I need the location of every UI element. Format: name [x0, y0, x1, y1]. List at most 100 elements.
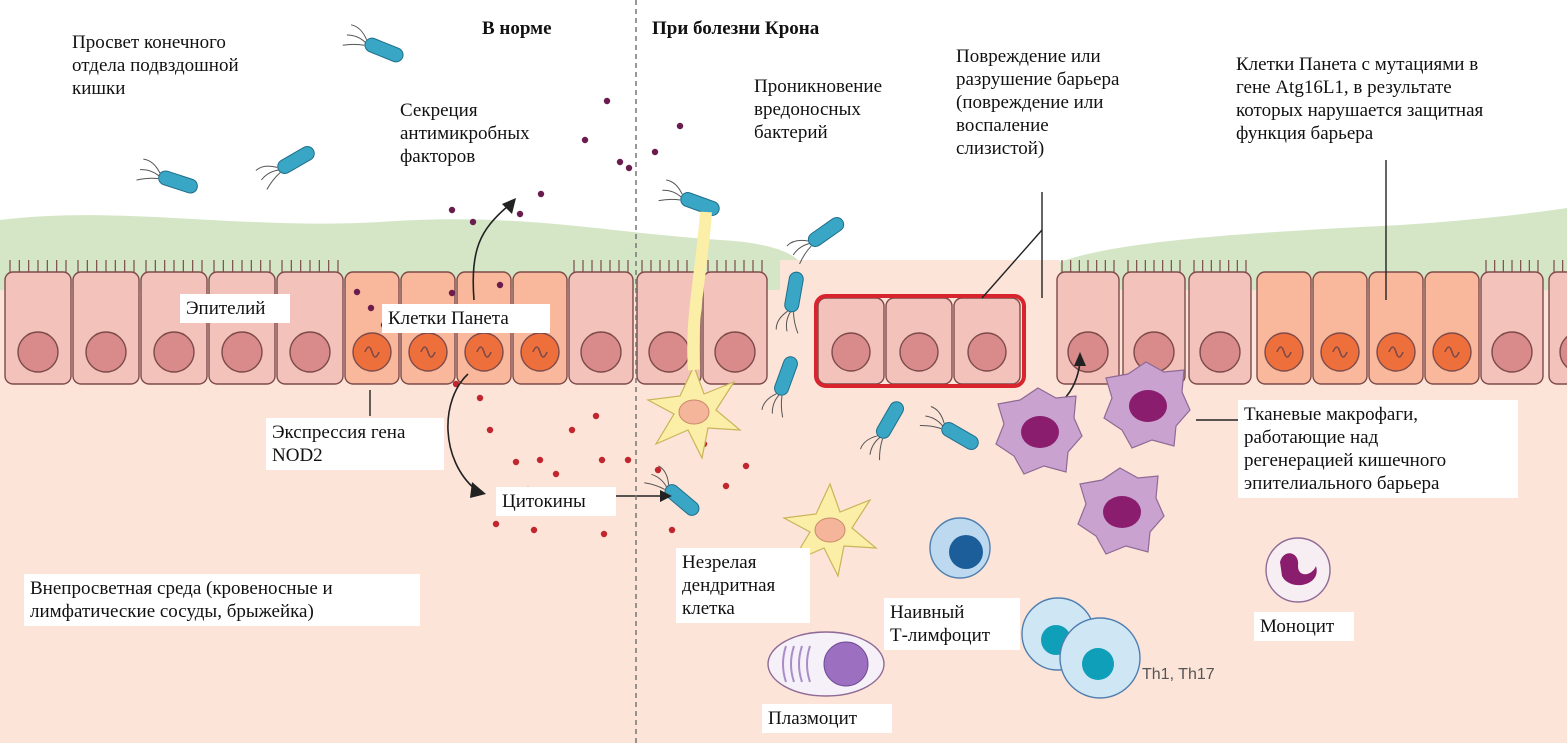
bacterium-icon — [919, 406, 979, 450]
bacterium-body — [277, 146, 315, 174]
granule — [625, 164, 633, 172]
naive-t-label: Наивный Т-лимфоцит — [884, 598, 1020, 650]
normal-title: В норме — [476, 14, 616, 43]
th-label: Th1, Th17 — [1142, 666, 1215, 683]
lumen-label: Просвет конечного отдела подвздошной киш… — [66, 28, 328, 103]
granule — [676, 122, 684, 130]
nucleus — [17, 331, 59, 373]
nucleus — [648, 331, 690, 373]
bacterium-icon — [786, 217, 845, 265]
flagellum — [792, 312, 799, 334]
cytokine-dot — [476, 394, 484, 402]
macrophage — [1103, 361, 1191, 449]
granule — [651, 148, 659, 156]
cytokine-dot — [530, 526, 538, 534]
bacterium-icon — [342, 24, 404, 63]
granule — [496, 281, 504, 289]
pointer-line — [981, 229, 1043, 299]
flagellum — [342, 43, 365, 46]
plasmocyte-reticulum — [798, 645, 803, 683]
cytokine-dot — [592, 412, 600, 420]
dendritic-cell — [646, 364, 742, 460]
penetration-label: Проникновение вредоносных бактерий — [748, 72, 920, 147]
flagellum — [651, 473, 668, 488]
antimicrobial-label: Секреция антимикробных факторов — [394, 96, 572, 171]
nucleus — [289, 331, 331, 373]
plasmocyte-label: Плазмоцит — [762, 704, 892, 733]
bacterium-body — [364, 37, 404, 63]
cytokine-dot — [722, 482, 730, 490]
monocyte-label: Моноцит — [1254, 612, 1354, 641]
granule — [448, 206, 456, 214]
dendrite-extension — [687, 211, 712, 371]
flagellum — [658, 465, 670, 485]
plasmocyte-reticulum — [782, 645, 787, 683]
flagellum — [658, 198, 681, 202]
flagellum — [919, 425, 942, 430]
crohn-title: При болезни Крона — [646, 14, 896, 43]
epithelium-label: Эпителий — [180, 294, 290, 323]
th-cell-nucleus — [1082, 648, 1114, 680]
mucus-layer — [0, 208, 1567, 290]
dna-icon — [364, 346, 380, 358]
plasmocyte-nucleus — [823, 641, 869, 687]
flagellum — [879, 438, 884, 461]
cytokine-dot — [552, 470, 560, 478]
paneth-mutation-label: Клетки Панета с мутациями в гене Atg16L1… — [1230, 50, 1558, 148]
cytokine-dot — [486, 426, 494, 434]
flagellum — [925, 415, 944, 427]
granule — [448, 289, 456, 297]
flagellum — [143, 158, 161, 174]
plasmocyte-reticulum — [806, 645, 811, 683]
epithelium-cells — [4, 260, 1567, 388]
dna-icon — [476, 346, 492, 358]
arrow-head — [1074, 352, 1086, 366]
cytokine-dot — [742, 462, 750, 470]
barrier-damage-label: Повреждение или разрушение барьера (повр… — [950, 42, 1174, 163]
immature-dc-label: Незрелая дендритная клетка — [676, 548, 810, 623]
granule — [469, 218, 477, 226]
cytokine-dot — [654, 466, 662, 474]
flagellum — [260, 169, 279, 181]
paneth-label: Клетки Панета — [382, 304, 550, 333]
flagellum — [139, 169, 160, 177]
flagellum — [869, 436, 881, 455]
cytokine-dot — [598, 456, 606, 464]
dna-icon — [1444, 346, 1460, 358]
macrophage — [1077, 467, 1165, 555]
bacterium-icon — [658, 179, 720, 216]
flagellum — [136, 177, 159, 181]
flagellum — [780, 395, 784, 418]
granule — [581, 136, 589, 144]
damage-outline — [814, 294, 1026, 388]
nucleus — [85, 331, 127, 373]
flagellum — [255, 165, 278, 171]
bacterium-body — [680, 192, 720, 216]
flagellum — [792, 242, 810, 256]
cytokines-label: Цитокины — [496, 487, 616, 516]
dna-icon — [420, 346, 436, 358]
monocyte-nucleus — [1280, 553, 1317, 586]
bacterium-body — [941, 422, 979, 450]
nucleus — [831, 332, 871, 372]
flagellum — [761, 393, 777, 410]
nucleus — [1199, 331, 1241, 373]
macrophage-nucleus — [1103, 496, 1141, 528]
cytokine-dot — [492, 520, 500, 528]
cytokine-dot — [600, 530, 608, 538]
bacterium-body — [774, 356, 798, 396]
macrophage — [995, 387, 1083, 475]
bacterium-icon — [860, 401, 904, 461]
nod2-label: Экспрессия гена NOD2 — [266, 418, 444, 470]
bacterium-icon — [136, 158, 198, 194]
bacterium-icon — [775, 271, 804, 334]
flagellum — [930, 406, 945, 424]
nucleus — [714, 331, 756, 373]
bacterium-body — [876, 401, 904, 439]
dna-icon — [1332, 346, 1348, 358]
macrophage-nucleus — [1129, 390, 1167, 422]
nucleus — [1491, 331, 1533, 373]
nucleus — [967, 332, 1007, 372]
granule — [516, 210, 524, 218]
cytokine-arrow — [447, 373, 477, 491]
